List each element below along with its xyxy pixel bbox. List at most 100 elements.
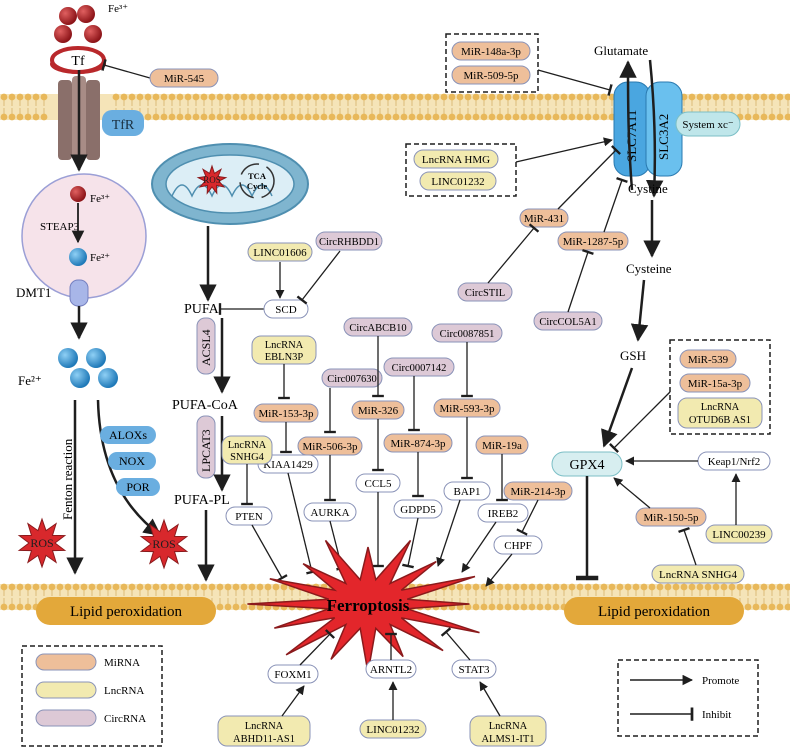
mir545-label: MiR-545 <box>164 73 205 85</box>
mir509-label: MiR-509-5p <box>464 70 520 82</box>
mir214-label: MiR-214-3p <box>511 486 567 498</box>
circ007630-label: Circ007630 <box>327 374 377 385</box>
circ0087851-label: Circ0087851 <box>440 329 495 340</box>
endosome: Fe³⁺ STEAP3 Fe²⁺ <box>21 173 147 307</box>
cystine-label: Cystine <box>628 181 668 196</box>
mir326-label: MiR-326 <box>358 405 399 417</box>
system-xc-transporter: SLC7A11 SLC3A2 <box>613 81 683 177</box>
legend-inhibit-label: Inhibit <box>702 709 731 721</box>
system-xc-label: System xc⁻ <box>682 119 734 131</box>
chpf-node <box>493 535 543 555</box>
scd-label: SCD <box>275 304 296 316</box>
legend-lncrna-label: LncRNA <box>104 685 144 697</box>
slc7a11-label: SLC7A11 <box>624 110 639 162</box>
glutamate-efflux-arrow <box>619 60 637 191</box>
mir153-label: MiR-153-3p <box>259 408 315 420</box>
kiaa1429-label: KIAA1429 <box>263 459 313 471</box>
lipid-peroxidation-right <box>564 597 744 625</box>
svg-text:ALOXs: ALOXs <box>109 428 147 442</box>
cysteine-label: Cysteine <box>626 261 672 276</box>
mir148-node <box>451 41 531 61</box>
lnc-snhg4-mid-label-1: LncRNA <box>228 440 267 451</box>
mir150-node <box>635 507 707 527</box>
slc3a2-label: SLC3A2 <box>656 114 671 160</box>
enzyme-nox: NOX <box>108 452 156 470</box>
gpx4-label: GPX4 <box>569 458 604 473</box>
legend-edges <box>617 659 759 737</box>
aurka-label: AURKA <box>310 507 349 519</box>
cycle-label: Cycle <box>247 181 268 191</box>
circrhbdd1-label: CircRHBDD1 <box>319 237 379 248</box>
mir15a-label: MiR-15a-3p <box>688 378 743 390</box>
lnc-otud6b-label-1: LncRNA <box>701 402 740 413</box>
acsl4-label: ACSL4 <box>199 329 213 366</box>
mir506-label: MiR-506-3p <box>303 441 359 453</box>
circrhbdd1-node <box>315 231 383 251</box>
enzyme-alox: ALOXs <box>100 426 156 444</box>
mitochondrion: TCA Cycle <box>151 143 309 225</box>
mir1287-label: MiR-1287-5p <box>563 236 624 248</box>
transferrin-complex: Tf Fe³⁺ <box>50 3 128 74</box>
fe2-pool-label: Fe²⁺ <box>18 373 42 388</box>
fe2-pool <box>58 348 118 388</box>
lpcat3-node <box>196 415 216 479</box>
circ0007142-label: Circ0007142 <box>392 363 447 374</box>
lnc-abhd11-node <box>217 715 311 747</box>
legend-circrna-swatch <box>35 709 97 727</box>
mir545-inhibit <box>101 59 151 79</box>
lpcat3-label: LPCAT3 <box>199 429 213 472</box>
lnc-ebln3p-label-2: EBLN3P <box>265 352 304 363</box>
fe2-endosome-label: Fe²⁺ <box>90 252 110 264</box>
linc01606-node <box>247 242 313 262</box>
lnc-hmg-node <box>413 149 499 169</box>
lnc-abhd11-label-1: LncRNA <box>245 721 284 732</box>
mir431-label: MiR-431 <box>524 213 564 225</box>
circabcb10-label: CircABCB10 <box>349 323 406 334</box>
mir539-label: MiR-539 <box>688 354 729 366</box>
svg-text:POR: POR <box>126 480 149 494</box>
legend-circrna-label: CircRNA <box>104 713 146 725</box>
gdpd5-label: GDPD5 <box>400 504 436 516</box>
pten-node <box>225 506 273 526</box>
lipid-peroxidation-left <box>36 597 216 625</box>
circ0007142-node <box>383 357 455 377</box>
pufa-coa-label: PUFA-CoA <box>172 398 239 413</box>
ros-burst-middle <box>139 518 189 570</box>
tf-label: Tf <box>71 54 85 69</box>
mir148-label: MiR-148a-3p <box>461 46 521 58</box>
mir19a-label: MiR-19a <box>482 440 522 452</box>
mir539-node <box>679 349 737 369</box>
linc01606-label: LINC01606 <box>253 247 307 259</box>
mir874-label: MiR-874-3p <box>391 438 447 450</box>
lnc-otud6b-label-2: OTUD6B AS1 <box>689 415 751 426</box>
fe3-label: Fe³⁺ <box>108 3 128 15</box>
ros-arrow <box>96 399 162 537</box>
tfr-label: TfR <box>112 118 135 133</box>
ferroptosis-label: Ferroptosis <box>327 596 410 615</box>
ccl5-label: CCL5 <box>365 478 392 490</box>
linc01232-top-node <box>419 171 497 191</box>
mir431-node <box>519 208 569 228</box>
circcol5a1-label: CircCOL5A1 <box>539 317 596 328</box>
acsl4-node <box>196 317 216 375</box>
circstil-label: CircSTIL <box>465 288 505 299</box>
linc01232-top-label: LINC01232 <box>431 176 484 188</box>
linc00239-node <box>705 524 773 544</box>
lnc-alms1-label-2: ALMS1-IT1 <box>481 734 534 745</box>
pufa-pl-label: PUFA-PL <box>174 493 230 508</box>
lnc-hmg-group <box>405 143 517 197</box>
fenton-label: Fenton reaction <box>60 438 75 520</box>
ros-burst-mito <box>196 164 228 195</box>
keap1-nrf2-label: Keap1/Nrf2 <box>708 456 761 468</box>
ireb2-node <box>477 503 529 523</box>
steap3-label: STEAP3 <box>40 221 80 233</box>
pten-label: PTEN <box>235 511 263 523</box>
glutamate-label: Glutamate <box>594 43 648 58</box>
gsh-label: GSH <box>620 348 646 363</box>
legend-lncrna-swatch <box>35 681 97 699</box>
mir150-label: MiR-150-5p <box>644 512 700 524</box>
lnc-snhg4-right-node <box>651 564 745 584</box>
mir509-node <box>451 65 531 85</box>
ros-mid-label: ROS <box>152 537 175 551</box>
